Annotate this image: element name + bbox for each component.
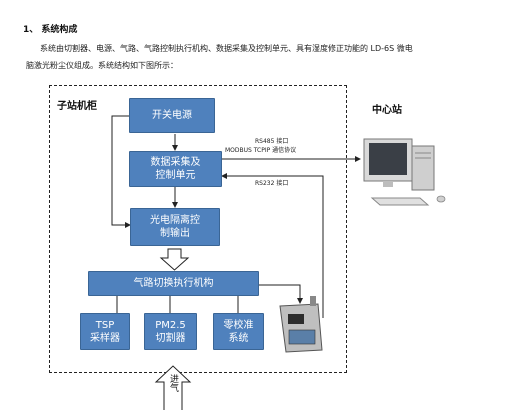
zero-calibration-box: 零校准 系统 [213,313,264,350]
description-line-2: 脑激光粉尘仪组成。系统结构如下图所示： [26,61,178,70]
section-description: 系统由切割器、电源、气路、气路控制执行机构、数据采集及控制单元、具有湿度修正功能… [26,40,496,74]
section-heading: 1、 系统构成 [23,25,78,35]
inlet-arrow [154,365,192,410]
arrow-gas-to-analyzer [259,284,303,304]
rs232-label: RS232 接口 [255,180,289,187]
data-acquisition-box: 数据采集及 控制单元 [129,151,222,187]
center-station-title: 中心站 [372,105,402,116]
cabinet-frame [49,85,347,373]
modbus-label: MODBUS TCPIP 通信协议 [225,147,297,154]
arrow-power-to-isolation [111,115,131,228]
computer-icon [363,138,446,206]
hollow-arrow-down [159,248,190,271]
rs485-label: RS485 接口 [255,138,289,145]
pm25-cutter-box: PM2.5 切割器 [144,313,197,350]
analyzer-device-icon [279,296,323,353]
cabinet-title: 子站机柜 [57,101,97,112]
power-supply-box: 开关电源 [129,98,215,133]
inlet-label: 进气 [168,374,178,392]
optical-isolation-box: 光电隔离控 制输出 [130,208,220,246]
gas-switch-box: 气路切换执行机构 [88,271,259,296]
description-line-1: 系统由切割器、电源、气路、气路控制执行机构、数据采集及控制单元、具有湿度修正功能… [40,44,413,53]
arrow-analyzer-to-daq [221,173,324,318]
tsp-sampler-box: TSP 采样器 [80,313,130,350]
